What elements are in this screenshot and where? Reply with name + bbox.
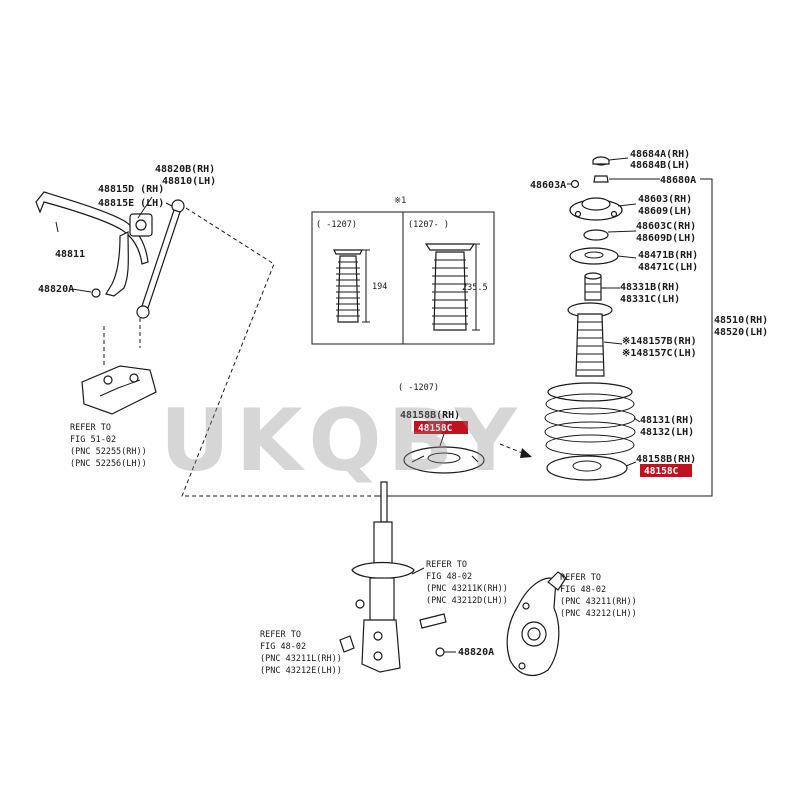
strut-stack: 48684A(RH) 48684B(LH) 48680A 48603A 4860… <box>376 149 768 497</box>
bracket-refer-4: (PNC 52256(LH)) <box>70 459 147 469</box>
strut-ref-upper-2: FIG 48-02 <box>426 572 472 582</box>
knuckle-ref-2: FIG 48-02 <box>560 585 606 595</box>
stack-label-3a: 48603(RH) <box>638 194 692 205</box>
subframe-bracket <box>81 365 157 415</box>
watermark: UKQBY <box>160 391 523 491</box>
knuckle-ref-4: (PNC 43212(LH)) <box>560 609 637 619</box>
supersession-arrow <box>499 443 531 457</box>
mount-bearing <box>583 229 609 241</box>
stack-label-4b: 48609D(LH) <box>636 233 696 244</box>
nut-label: 48820A <box>38 284 74 295</box>
stack-label-2: 48603A <box>530 180 566 191</box>
lower-spring-seat <box>546 455 628 481</box>
strut-ref-lower-4: (PNC 43212E(LH)) <box>260 666 342 676</box>
stack-label-8a: 48131(RH) <box>640 415 694 426</box>
stack-label-0b: 48684B(LH) <box>630 160 690 171</box>
strut-ref-upper-4: (PNC 43212D(LH)) <box>426 596 508 606</box>
boot-dim-right: 235.5 <box>462 283 488 293</box>
assembly-label-lh: 48520(LH) <box>714 327 768 338</box>
steering-knuckle: REFER TO FIG 48-02 (PNC 43211(RH)) (PNC … <box>506 571 637 677</box>
shock-absorber: REFER TO FIG 48-02 (PNC 43211K(RH)) (PNC… <box>260 481 508 676</box>
bushing-label-lh: 48815E (LH) <box>98 198 164 209</box>
strut-ref-lower-3: (PNC 43211L(RH)) <box>260 654 342 664</box>
strut-bolt-label: 48820A <box>458 647 494 658</box>
seat-inset-label: 48158B(RH) <box>400 410 460 421</box>
stack-label-3b: 48609(LH) <box>638 206 692 217</box>
stack-label-6b: 48331C(LH) <box>620 294 680 305</box>
knuckle-ref-3: (PNC 43211(RH)) <box>560 597 637 607</box>
boot-right-header: (1207- ) <box>408 220 449 230</box>
stack-label-7a: ※148157B(RH) <box>622 336 697 347</box>
inset-mark: ※1 <box>394 196 406 206</box>
seat-inset-highlight: 48158C <box>418 423 453 434</box>
seat-inset-highlight-box <box>414 421 468 434</box>
bushing-label-rh: 48815D (RH) <box>98 184 164 195</box>
bracket-refer-3: (PNC 52255(RH)) <box>70 447 147 457</box>
stack-label-4a: 48603C(RH) <box>636 221 696 232</box>
boot-left-header: ( -1207) <box>316 220 357 230</box>
stack-label-0a: 48684A(RH) <box>630 149 690 160</box>
upper-spring-seat <box>569 247 619 265</box>
stack-label-9: 48158B(RH) <box>636 454 696 465</box>
strut-bolt <box>419 613 447 629</box>
spring-seat-old <box>403 446 485 474</box>
bump-stopper <box>584 272 602 301</box>
bump-stop-boot-short <box>333 249 370 323</box>
strut-bolt-nut <box>435 647 445 657</box>
link-label-lh: 48810(LH) <box>162 176 216 187</box>
strut-ref-upper-3: (PNC 43211K(RH)) <box>426 584 508 594</box>
knuckle-ref-1: REFER TO <box>560 573 601 583</box>
bracket-refer-1: REFER TO <box>70 423 111 433</box>
strut-ref-lower-2: FIG 48-02 <box>260 642 306 652</box>
stabilizer-bar <box>35 191 149 265</box>
bracket-refer-2: FIG 51-02 <box>70 435 116 445</box>
sway-bar-group: 48811 48815D (RH) 48815E (LH) 48820B(RH)… <box>35 164 216 469</box>
shock-lower-seat <box>351 561 415 579</box>
stack-label-5b: 48471C(LH) <box>638 262 698 273</box>
strut-ref-upper-1: REFER TO <box>426 560 467 570</box>
shock-knuckle-bracket <box>361 619 401 673</box>
stack-label-1: 48680A <box>660 175 696 186</box>
strut-ref-lower-1: REFER TO <box>260 630 301 640</box>
nut-48820a <box>91 288 101 298</box>
boot-dim-left: 194 <box>372 282 387 292</box>
stack-label-6a: 48331B(RH) <box>620 282 680 293</box>
strut-mount <box>569 197 623 221</box>
boot-inset: ※1 ( -1207) (1207- ) 194 235.5 <box>311 196 495 345</box>
bump-stop-boot-long <box>424 243 480 331</box>
seat-inset: ( -1207) 48158B(RH) 48158C <box>398 383 532 474</box>
mount-nut <box>593 175 609 183</box>
seat-inset-header: ( -1207) <box>398 383 439 393</box>
bar-label: 48811 <box>55 249 85 260</box>
coil-spring <box>544 382 636 456</box>
stack-label-7b: ※148157C(LH) <box>622 348 697 359</box>
dust-boot <box>567 302 613 377</box>
link-label-rh: 48820B(RH) <box>155 164 215 175</box>
lower-seat-highlight: 48158C <box>644 466 679 477</box>
stack-label-5a: 48471B(RH) <box>638 250 698 261</box>
stack-label-8b: 48132(LH) <box>640 427 694 438</box>
assembly-label-rh: 48510(RH) <box>714 315 768 326</box>
lower-seat-highlight-box <box>640 464 692 477</box>
